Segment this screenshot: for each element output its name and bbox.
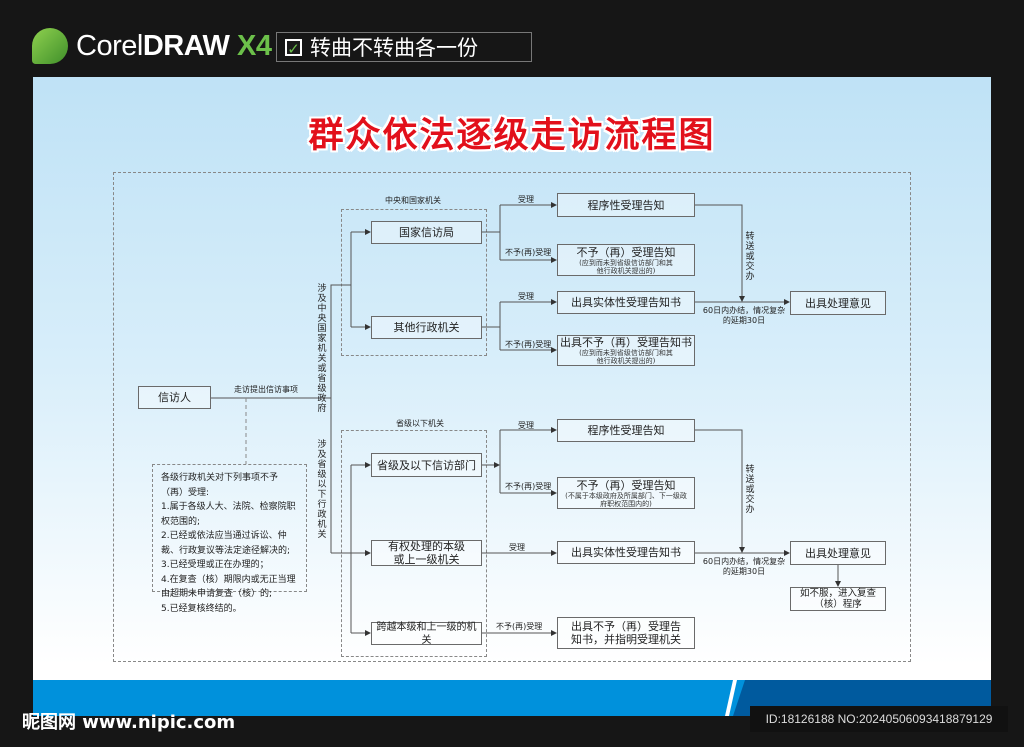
note-line: 4.在复查（核）期限内或无正当理由超期未申请复查（核）的; [161,574,296,600]
node-label: 有权处理的本级或上一级机关 [388,540,465,566]
node-label: 其他行政机关 [393,321,460,334]
node-label: 出具不予（再）受理告知书 [560,336,692,349]
node-note: (不属于本级政府及所属部门、下一级政府职权范围内的) [565,491,687,508]
node-state-bureau: 国家信访局 [371,221,482,244]
note-line: 5.已经复核终结的。 [161,603,242,614]
central-group-label: 中央和国家机关 [385,196,441,205]
node-bypass-agency: 跨越本级和上一级的机关 [371,621,482,646]
page-title: 群众依法逐级走访流程图 [308,115,716,156]
node-label: 跨越本级和上一级的机关 [376,621,477,646]
node-label: 出具处理意见 [805,296,871,310]
node-label: 程序性受理告知 [587,424,665,437]
branch-local-label: 涉及省级以下行政机关 [317,440,327,540]
local-reject-notice-box: 不予（再）受理告知(不属于本级政府及所属部门、下一级政府职权范围内的) [557,477,695,509]
node-label: 程序性受理告知 [587,198,665,212]
note-line: 3.已经受理或正在办理的； [161,560,269,570]
logo-bold: DRAW [142,29,230,62]
logo-plain: Corel [76,29,143,62]
central-group-frame [341,209,487,356]
logo-version: X4 [236,29,272,62]
petitioner-label: 信访人 [158,391,191,404]
branch-central-label: 涉及中央国家机关或省级政府 [317,284,327,414]
central-substantive-box: 出具实体性受理告知书 [557,291,695,314]
outer-frame [113,172,911,662]
node-label: 出具处理意见 [805,546,871,560]
node-label: 国家信访局 [399,226,454,239]
node-note: (应到而未到省级信访部门和其他行政机关提出的) [579,258,673,275]
accept-label: 受理 [518,292,534,301]
node-local-petition-dept: 省级及以下信访部门 [371,453,482,477]
node-label: 不予（再）受理告知 [576,478,676,492]
petitioner-box: 信访人 [138,386,211,409]
local-procedural-box: 程序性受理告知 [557,419,695,442]
review-box: 如不服，进入复查（核）程序 [790,587,886,611]
node-label: 出具实体性受理告知书 [571,546,681,559]
petition-label: 走访提出信访事项 [234,385,298,394]
local-reject-letter-box: 出具不予（再）受理告知书，并指明受理机关 [557,617,695,649]
accept-label: 受理 [518,421,534,430]
node-other-admin: 其他行政机关 [371,316,482,339]
watermark-id: ID:18126188 NO:20240506093418879129 [750,706,1008,732]
coreldraw-pen-icon [32,28,68,64]
reject-label: 不予(再)受理 [496,622,543,631]
checkbox-checked-icon: ✓ [285,38,302,57]
note-line: 各级行政机关对下列事项不予（再）受理: [161,473,279,498]
local-group-label: 省级以下机关 [396,419,444,428]
accept-label: 受理 [518,195,534,204]
node-label: 省级及以下信访部门 [377,458,476,472]
node-note: (应到而未到省级信访部门和其他行政机关提出的) [579,349,673,365]
local-substantive-box: 出具实体性受理告知书 [557,541,695,564]
deadline-label: 60日内办结，情况复杂的延期30日 [702,557,786,576]
node-label: 出具实体性受理告知书 [571,296,681,309]
transfer-label: 转送或交办 [745,465,755,515]
note-line: 2.已经或依法应当通过诉讼、仲裁、行政复议等法定途径解决的; [161,531,291,556]
exclusion-notes: 各级行政机关对下列事项不予（再）受理: 1.属于各级人大、法院、检察院职权范围的… [152,464,307,614]
curve-badge: ✓ 转曲不转曲各一份 [276,32,532,62]
central-reject-letter-box: 出具不予（再）受理告知书(应到而未到省级信访部门和其他行政机关提出的) [557,335,695,366]
node-label: 如不服，进入复查（核）程序 [799,588,876,610]
local-opinion-box: 出具处理意见 [790,541,886,565]
transfer-label: 转送或交办 [745,232,755,282]
note-line: 1.属于各级人大、法院、检察院职权范围的; [161,502,296,527]
reject-label: 不予(再)受理 [505,248,552,257]
node-label: 出具不予（再）受理告知书，并指明受理机关 [571,620,681,646]
poster: 群众依法逐级走访流程图 [33,77,991,716]
node-label: 不予（再）受理告知 [576,245,676,259]
reject-label: 不予(再)受理 [505,482,552,491]
node-authorized-agency: 有权处理的本级或上一级机关 [371,540,482,566]
watermark-site: 昵图网 www.nipic.com [22,712,236,733]
central-procedural-box: 程序性受理告知 [557,193,695,217]
accept-label: 受理 [509,543,525,552]
local-group-frame [341,430,487,657]
coreldraw-logo: CorelDRAW X4 [32,28,272,64]
badge-text: 转曲不转曲各一份 [310,36,478,60]
central-reject-notice-box: 不予（再）受理告知(应到而未到省级信访部门和其他行政机关提出的) [557,244,695,276]
reject-label: 不予(再)受理 [505,340,552,349]
deadline-label: 60日内办结，情况复杂的延期30日 [702,306,786,325]
central-opinion-box: 出具处理意见 [790,291,886,315]
